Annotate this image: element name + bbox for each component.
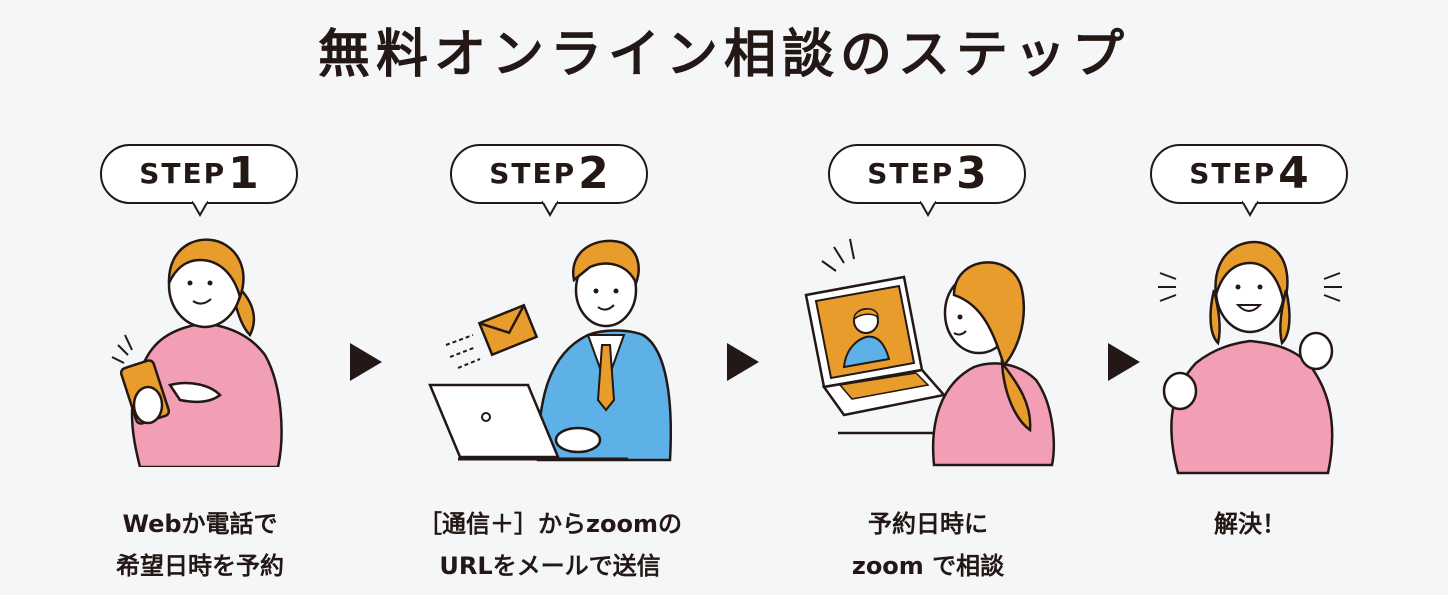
bubble-tail <box>1242 201 1258 217</box>
step-label: STEP <box>139 157 227 190</box>
bubble-tail <box>920 201 936 217</box>
step-label: STEP <box>1189 157 1277 190</box>
caption-line: 解決！ <box>1214 510 1286 538</box>
page-title: 無料オンライン相談のステップ <box>317 25 1130 85</box>
step-label: STEP <box>867 157 955 190</box>
video-call-illustration <box>804 238 1055 467</box>
man-laptop-illustration <box>428 239 673 462</box>
play-arrow-icon <box>727 343 759 381</box>
laptop-icon <box>428 383 628 461</box>
step-caption: ［通信＋］からzoomの URLをメールで送信 <box>400 503 700 587</box>
step-caption: Webか電話で 希望日時を予約 <box>50 503 350 587</box>
bubble-tail <box>192 201 208 217</box>
step-bubble: STEP1 <box>100 144 298 204</box>
caption-line: ［通信＋］からzoomの <box>418 510 682 538</box>
step-number: 4 <box>1278 148 1309 199</box>
caption-line: 希望日時を予約 <box>116 552 284 580</box>
envelope-icon <box>477 303 539 357</box>
step-bubble: STEP3 <box>828 144 1026 204</box>
step-bubble: STEP4 <box>1150 144 1348 204</box>
bubble-tail <box>542 201 558 217</box>
caption-line: URLをメールで送信 <box>439 552 661 580</box>
step-number: 2 <box>578 148 609 199</box>
play-arrow-icon <box>350 343 382 381</box>
step-bubble: STEP2 <box>450 144 648 204</box>
step-caption: 予約日時に zoom で相談 <box>778 503 1078 587</box>
caption-line: 予約日時に <box>868 510 988 538</box>
caption-line: Webか電話で <box>122 510 278 538</box>
step-caption: 解決！ <box>1100 503 1400 545</box>
step-number: 3 <box>956 148 987 199</box>
step-label: STEP <box>489 157 577 190</box>
woman-phone-illustration <box>111 238 283 467</box>
step-number: 1 <box>228 148 259 199</box>
woman-cheer-illustration <box>1158 240 1342 475</box>
play-arrow-icon <box>1108 343 1140 381</box>
caption-line: zoom で相談 <box>851 552 1005 580</box>
